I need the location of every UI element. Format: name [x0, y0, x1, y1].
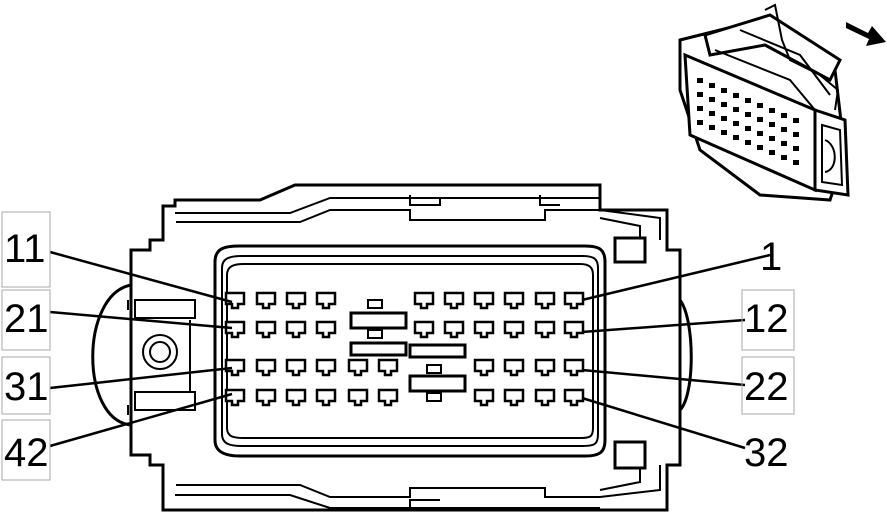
- pin-cavity: [473, 320, 495, 339]
- pin-label-21: 21: [4, 297, 49, 341]
- pin-cavity: [255, 320, 277, 339]
- pin-cavity: [285, 388, 307, 407]
- pin-label-22: 22: [744, 365, 789, 409]
- pin-cavity: [534, 320, 556, 339]
- pin-cavity: [503, 291, 525, 310]
- pin-cavities: [224, 291, 585, 407]
- label-frames: [1, 211, 795, 481]
- pin-cavity: [413, 320, 435, 339]
- pin-cavity: [255, 291, 277, 310]
- pin-cavity: [563, 320, 585, 339]
- pin-cavity: [503, 358, 525, 377]
- pin-cavity: [534, 358, 556, 377]
- pin-cavity: [285, 358, 307, 377]
- pin-cavity: [315, 291, 337, 310]
- pin-label-31: 31: [4, 365, 49, 409]
- pin-cavity: [315, 388, 337, 407]
- pin-cavity: [563, 388, 585, 407]
- pin-cavity: [377, 358, 399, 377]
- pin-labels: 11 21 31 42 1 12 22 32: [4, 227, 789, 475]
- pin-cavity: [473, 291, 495, 310]
- pin-cavity: [224, 320, 246, 339]
- pin-cavity: [347, 358, 369, 377]
- pin-cavity: [473, 388, 495, 407]
- pin-cavity: [224, 291, 246, 310]
- pin-cavity: [563, 358, 585, 377]
- pin-cavity: [563, 291, 585, 310]
- pin-cavity: [255, 358, 277, 377]
- pin-cavity: [443, 291, 465, 310]
- pin-cavity: [443, 320, 465, 339]
- pin-label-11: 11: [4, 227, 46, 271]
- pin-cavity: [285, 291, 307, 310]
- pin-label-42: 42: [4, 431, 49, 475]
- pin-label-32: 32: [744, 431, 789, 475]
- pin-label-12: 12: [744, 297, 789, 341]
- pin-cavity: [503, 320, 525, 339]
- pin-cavity: [534, 291, 556, 310]
- pin-cavity: [413, 291, 435, 310]
- pin-cavity: [534, 388, 556, 407]
- pin-cavity: [347, 388, 369, 407]
- pin-cavity: [315, 320, 337, 339]
- connector-iso-icon: [678, 3, 850, 202]
- pin-cavity: [285, 320, 307, 339]
- pin-cavity: [377, 388, 399, 407]
- pin-label-1: 1: [760, 235, 782, 279]
- pin-cavity: [255, 388, 277, 407]
- pin-cavity: [315, 358, 337, 377]
- connector-face: [91, 183, 693, 512]
- leader-lines: [49, 250, 771, 450]
- pin-cavity: [224, 358, 246, 377]
- arrow-icon: [846, 22, 886, 46]
- pin-cavity: [224, 388, 246, 407]
- pin-cavity: [503, 388, 525, 407]
- pin-cavity: [473, 358, 495, 377]
